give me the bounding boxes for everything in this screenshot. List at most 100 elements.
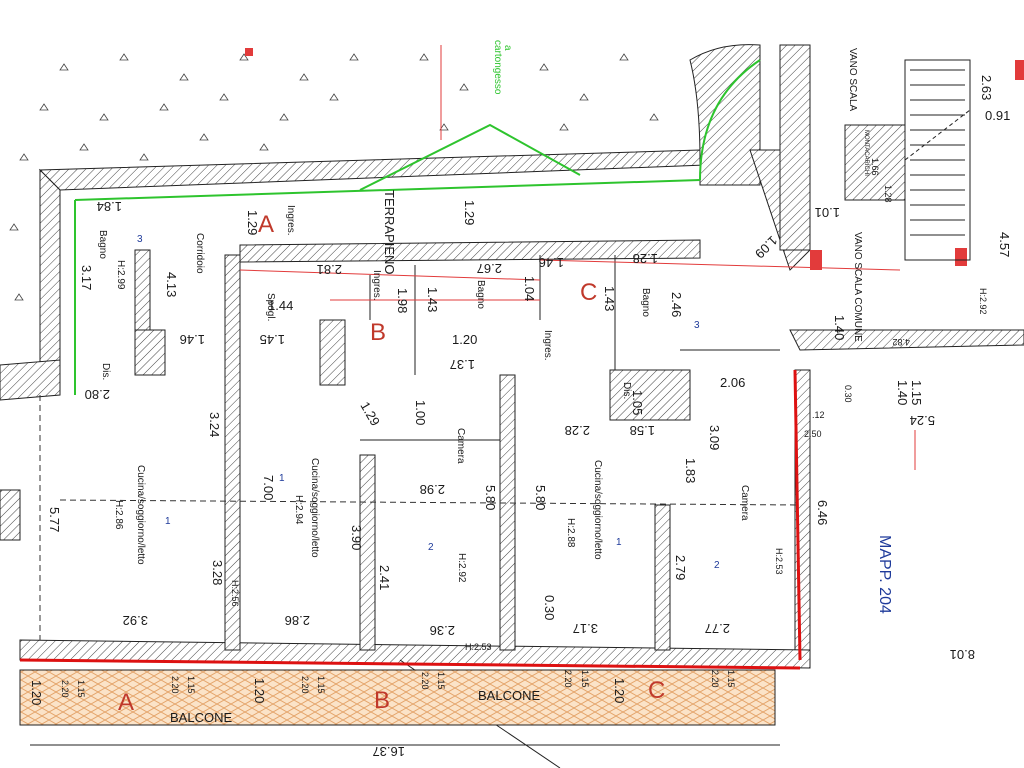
bdim-120a: 1.20 [29, 680, 44, 705]
room-bagno-b: Bagno [475, 280, 486, 309]
dim-281: 2.81 [317, 262, 342, 277]
height-253: H:2.53 [465, 642, 492, 652]
dim-482: 4.82 [892, 337, 910, 347]
dim-324: 3.24 [207, 412, 222, 437]
dim-309: 3.09 [707, 425, 722, 450]
bdim-115e: 1.15 [580, 670, 590, 688]
room-camera-b-h: H:2.92 [456, 553, 467, 583]
montacarichi-label: MONTACARICHI [863, 130, 869, 176]
balcone-b-label: BALCONE [478, 688, 540, 703]
room-bagno-a-circle: 3 [137, 234, 143, 245]
dim-317b: 3.17 [573, 621, 598, 636]
dim-146a: 1.46 [539, 255, 564, 270]
room-ingres-b: Ingres. [371, 270, 382, 301]
dim-263: 2.63 [979, 75, 994, 100]
room-cucina-c-circle: 1 [616, 537, 622, 548]
dim-137: 1.37 [450, 357, 475, 372]
dim-158: 1.58 [630, 423, 655, 438]
dim-1637: 16.37 [372, 744, 405, 759]
vano-scala-comune: VANO SCALA COMUNE [852, 232, 863, 342]
unit-b-balcony: B [374, 687, 390, 714]
dim-144: 1.44 [268, 298, 293, 313]
room-dis-a: Dis. [100, 363, 111, 380]
unit-b-top: B [370, 319, 386, 346]
green-note: a [502, 45, 513, 51]
bdim-220a: 2.20 [60, 680, 70, 698]
dim-166: 1.66 [870, 158, 880, 176]
dim-140b: 1.40 [895, 380, 910, 405]
dim-143a: 1.43 [425, 287, 440, 312]
bdim-220b: 2.20 [170, 676, 180, 694]
dim-184: 1.84 [97, 199, 122, 214]
dim-12: .12 [812, 410, 825, 420]
dim-120: 1.20 [452, 332, 477, 347]
room-cucina-c-h: H:2.88 [565, 518, 576, 548]
room-camera-c-h: H:2.53 [774, 548, 784, 575]
dim-241: 2.41 [377, 565, 392, 590]
room-spogl: Spogl. [265, 293, 276, 321]
room-labels: Bagno H:2.99 3 Corridoio Spogl. Ingres. … [97, 205, 988, 652]
dim-298: 2.98 [420, 482, 445, 497]
dim-280: 2.80 [85, 387, 110, 402]
mapp-label: MAPP. 204 [876, 535, 893, 614]
dim-646: 6.46 [815, 500, 830, 525]
dim-129c: 1.29 [357, 399, 383, 428]
dimension-labels: 1.84 3.17 4.13 1.29 1.29 1.29 2.81 1.44 … [47, 75, 1012, 759]
dim-413: 4.13 [164, 272, 179, 297]
dim-198: 1.98 [395, 288, 410, 313]
room-ingres-a: Ingres. [285, 205, 296, 236]
labels: TERRAPIENO a cartongesso VANO SCALA VANO… [118, 40, 893, 725]
room-cucina-b-h: H:2.94 [293, 495, 304, 525]
room-camera-b: Camera [455, 428, 466, 464]
dim-286: 2.86 [285, 613, 310, 628]
room-cucina-b: Cucina/soggiorno/letto [309, 458, 320, 558]
room-cucina-c: Cucina/soggiorno/letto [592, 460, 603, 560]
dim-128b: 1.28 [883, 185, 893, 203]
staircase [904, 59, 971, 261]
dim-104: 1.04 [522, 276, 537, 301]
room-bagno-a: Bagno [97, 230, 108, 259]
green-outline [74, 59, 761, 395]
bdim-120b: 1.20 [252, 678, 267, 703]
bdim-115d: 1.15 [436, 672, 446, 690]
room-cucina-a: Cucina/soggiorno/letto [135, 465, 146, 565]
dim-101: 1.01 [815, 205, 840, 220]
bdim-115f: 1.15 [726, 670, 736, 688]
dim-277: 2.77 [705, 621, 730, 636]
vano-scala-top: VANO SCALA [847, 48, 858, 111]
inner-lines [30, 255, 801, 768]
dim-328: 3.28 [210, 560, 225, 585]
dim-801: 8.01 [950, 647, 975, 662]
dim-115a: 1.15 [909, 380, 924, 405]
unit-c-balcony: C [648, 677, 665, 704]
dim-109: 1.09 [752, 233, 781, 262]
dim-183: 1.83 [683, 458, 698, 483]
room-cucina-a-circle: 1 [165, 516, 171, 527]
dim-091: 0.91 [985, 108, 1010, 123]
red-lines [19, 45, 1024, 670]
dim-457: 4.57 [997, 232, 1012, 257]
bdim-220d: 2.20 [420, 672, 430, 690]
dim-392: 3.92 [123, 613, 148, 628]
room-camera-b-circle: 2 [428, 542, 434, 553]
dim-390: 3.90 [349, 525, 364, 550]
dim-228: 2.28 [565, 423, 590, 438]
bdim-115b: 1.15 [186, 676, 196, 694]
dim-206: 2.06 [720, 375, 745, 390]
dim-250: 2.50 [804, 429, 822, 439]
dim-580a: 5.80 [483, 485, 498, 510]
bdim-120c: 1.20 [612, 678, 627, 703]
room-bagno-c: Bagno [640, 288, 651, 317]
dim-105: 1.05 [630, 390, 645, 415]
room-camera-c-circle: 2 [714, 560, 720, 571]
dim-030a: 0.30 [542, 595, 557, 620]
dim-279: 2.79 [673, 555, 688, 580]
green-note-2: cartongesso [492, 40, 503, 95]
room-cucina-b-circle: 1 [279, 473, 285, 484]
dim-129b: 1.29 [462, 200, 477, 225]
dim-236: 2.36 [430, 623, 455, 638]
dim-577: 5.77 [47, 507, 62, 532]
dim-700: 7.00 [261, 475, 276, 500]
terrain-marks [9, 53, 659, 301]
